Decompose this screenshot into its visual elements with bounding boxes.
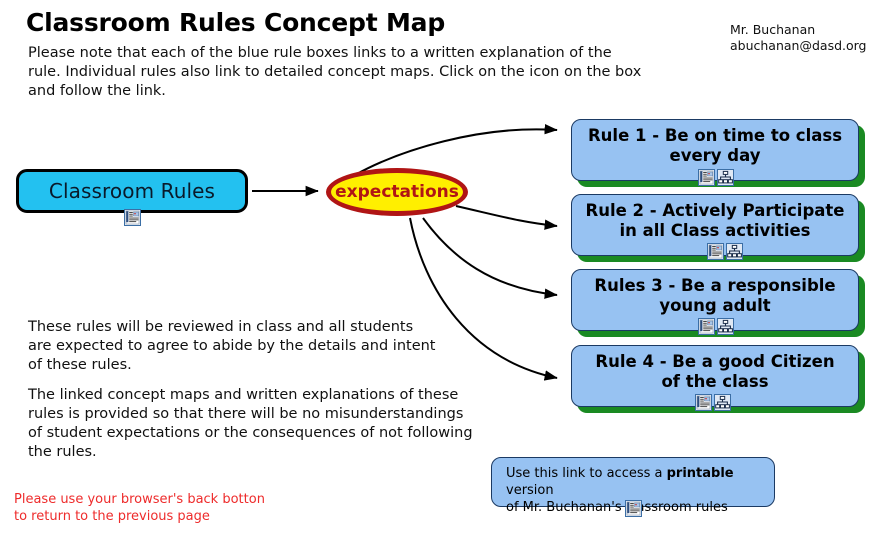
document-icon[interactable] bbox=[124, 209, 141, 226]
rule-box-1[interactable]: Rule 1 - Be on time to class every day bbox=[571, 119, 865, 187]
teacher-contact-block: Mr. Buchanan abuchanan@dasd.org bbox=[730, 22, 867, 54]
rule-box-3-face[interactable]: Rules 3 - Be a responsible young adult bbox=[571, 269, 859, 331]
printable-text-line-2: of Mr. Buchanan's classroom rules bbox=[506, 500, 728, 515]
document-icon[interactable] bbox=[698, 318, 715, 335]
rule-box-1-face[interactable]: Rule 1 - Be on time to class every day bbox=[571, 119, 859, 181]
concept-map-icon[interactable] bbox=[714, 394, 731, 411]
intro-paragraph: Please note that each of the blue rule b… bbox=[28, 45, 642, 99]
document-icon[interactable] bbox=[625, 500, 642, 517]
concept-map-icon[interactable] bbox=[717, 169, 734, 186]
printable-link-text: Use this link to access a printable vers… bbox=[506, 465, 760, 516]
icon-row-rule-1 bbox=[698, 169, 734, 186]
printable-text-part-2: version bbox=[506, 483, 554, 498]
icon-row-rule-2 bbox=[707, 243, 743, 260]
icon-row-rule-4 bbox=[695, 394, 731, 411]
node-classroom-rules-label: Classroom Rules bbox=[48, 179, 216, 203]
rule-box-4-label: Rule 4 - Be a good Citizen of the class bbox=[595, 352, 835, 391]
concept-map-icon[interactable] bbox=[717, 318, 734, 335]
icon-row-rule-3 bbox=[698, 318, 734, 335]
printable-text-bold: printable bbox=[666, 466, 734, 481]
printable-text-part-1: Use this link to access a bbox=[506, 466, 667, 481]
rule-box-1-label: Rule 1 - Be on time to class every day bbox=[587, 126, 843, 165]
back-button-note: Please use your browser's back botton to… bbox=[14, 492, 265, 524]
node-expectations-label: expectations bbox=[335, 182, 459, 202]
icon-row-classroom-rules bbox=[124, 209, 141, 226]
printable-link-box[interactable]: Use this link to access a printable vers… bbox=[491, 457, 775, 515]
concept-map-icon[interactable] bbox=[726, 243, 743, 260]
document-icon[interactable] bbox=[698, 169, 715, 186]
body-paragraph-2: The linked concept maps and written expl… bbox=[28, 387, 473, 460]
document-icon[interactable] bbox=[695, 394, 712, 411]
teacher-email: abuchanan@dasd.org bbox=[730, 38, 867, 53]
rule-box-2-label: Rule 2 - Actively Participate in all Cla… bbox=[585, 201, 845, 240]
node-expectations[interactable]: expectations bbox=[326, 168, 468, 216]
node-classroom-rules[interactable]: Classroom Rules bbox=[16, 169, 248, 213]
icon-row-printable bbox=[625, 500, 642, 517]
body-paragraph-1: These rules will be reviewed in class an… bbox=[28, 319, 436, 373]
rule-box-3-label: Rules 3 - Be a responsible young adult bbox=[594, 276, 836, 315]
teacher-name: Mr. Buchanan bbox=[730, 22, 816, 37]
document-icon[interactable] bbox=[707, 243, 724, 260]
page-title: Classroom Rules Concept Map bbox=[26, 8, 446, 37]
